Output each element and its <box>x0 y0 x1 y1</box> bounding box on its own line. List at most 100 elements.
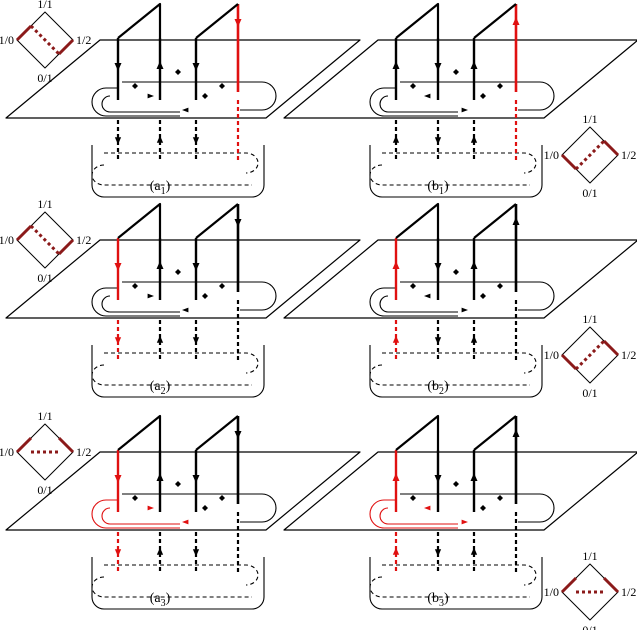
cylinder-bottom-back <box>91 364 252 386</box>
inner-loop <box>379 95 458 113</box>
arrow-head <box>234 219 242 227</box>
crossing-marker <box>497 495 503 501</box>
inner-loop <box>101 295 180 313</box>
arrow-head <box>192 137 200 145</box>
upper-loop-left <box>91 287 180 317</box>
diamond-label-bottom: 0/1 <box>582 623 597 630</box>
crossing-marker <box>202 293 208 299</box>
plane <box>5 451 361 531</box>
top-bar-right <box>195 415 239 451</box>
diamond-diagonal <box>574 339 606 371</box>
arrow-head <box>147 505 154 511</box>
crossing-marker <box>175 69 181 75</box>
diamond-edge <box>57 38 75 56</box>
crossing-marker <box>480 505 486 511</box>
arrow-head <box>470 61 478 69</box>
crossing-marker <box>175 481 181 487</box>
arrow-head <box>392 135 400 143</box>
diamond-label-right: 1/2 <box>621 585 636 599</box>
crossing-marker <box>219 283 225 289</box>
cylinder-side <box>369 145 543 198</box>
crossing-marker <box>175 269 181 275</box>
diamond-label-left: 1/0 <box>0 233 14 247</box>
arrow-head <box>114 263 122 271</box>
top-bar-left <box>395 2 440 39</box>
arrow-head <box>114 475 122 483</box>
cylinder-bottom-front <box>382 352 537 374</box>
diamond-label-right: 1/2 <box>621 348 636 362</box>
panel-caption: (a1) <box>150 179 171 197</box>
top-bar-right <box>473 3 517 39</box>
diamond-label-bottom: 0/1 <box>582 186 597 200</box>
cylinder-side <box>91 557 265 610</box>
crossing-marker <box>410 495 416 501</box>
cylinder-bottom-back <box>369 164 530 186</box>
arrow-head <box>192 63 200 71</box>
diamond-edge <box>602 576 620 594</box>
diamond-label-left: 1/0 <box>0 445 14 459</box>
diamond-edge <box>602 339 620 357</box>
plane <box>5 39 361 119</box>
cylinder-side <box>91 145 265 198</box>
crossing-marker <box>219 495 225 501</box>
arrow-head <box>156 547 164 555</box>
cylinder-bottom-back <box>91 164 252 186</box>
diamond-edge <box>57 238 75 256</box>
top-bar-left <box>117 2 162 39</box>
slope-diamond: 1/1 1/0 1/2 0/1 <box>544 312 637 400</box>
upper-loop-left <box>369 499 458 529</box>
arrow-head <box>156 473 164 481</box>
diamond-label-left: 1/0 <box>544 585 559 599</box>
cylinder-bottom-front <box>382 152 537 174</box>
cylinder-bottom-front <box>104 152 259 174</box>
upper-loop-left <box>91 499 180 529</box>
diamond-diagonal <box>29 224 61 256</box>
plane <box>5 239 361 319</box>
crossing-marker <box>219 83 225 89</box>
diamond-label-left: 1/0 <box>544 148 559 162</box>
panel-caption: (a3) <box>150 591 171 609</box>
top-bar-left <box>395 202 440 239</box>
top-bar-left <box>117 414 162 451</box>
upper-loop-left <box>369 87 458 117</box>
arrow-head <box>470 335 478 343</box>
arrow-head <box>182 107 189 113</box>
top-bar-right <box>473 415 517 451</box>
cylinder-bottom-back <box>91 576 252 598</box>
arrow-head <box>392 473 400 481</box>
diamond-label-left: 1/0 <box>544 348 559 362</box>
arrow-head <box>434 475 442 483</box>
inner-loop <box>379 295 458 313</box>
diamond-edge <box>560 153 578 171</box>
arrow-head <box>434 263 442 271</box>
arrow-head <box>114 63 122 71</box>
arrow-head <box>147 93 154 99</box>
arrow-head <box>434 337 442 345</box>
arrow-head <box>192 549 200 557</box>
cylinder-side <box>369 557 543 610</box>
arrow-head <box>192 263 200 271</box>
arrow-head <box>147 293 154 299</box>
inner-loop <box>101 95 180 113</box>
upper-loop-right <box>400 281 555 311</box>
arrow-head <box>392 335 400 343</box>
cylinder-side <box>91 345 265 398</box>
crossing-marker <box>132 83 138 89</box>
diamond-label-right: 1/2 <box>76 233 91 247</box>
diamond-edge <box>15 224 33 242</box>
crossing-marker <box>410 83 416 89</box>
diamond-label-top: 1/1 <box>582 312 597 326</box>
panel-caption: (b1) <box>427 179 449 197</box>
diamond-label-bottom: 0/1 <box>582 386 597 400</box>
cylinder-bottom-front <box>104 564 259 586</box>
arrow-head <box>392 261 400 269</box>
cylinder-side <box>369 345 543 398</box>
diamond-label-bottom: 0/1 <box>37 483 52 497</box>
plane <box>283 239 637 319</box>
